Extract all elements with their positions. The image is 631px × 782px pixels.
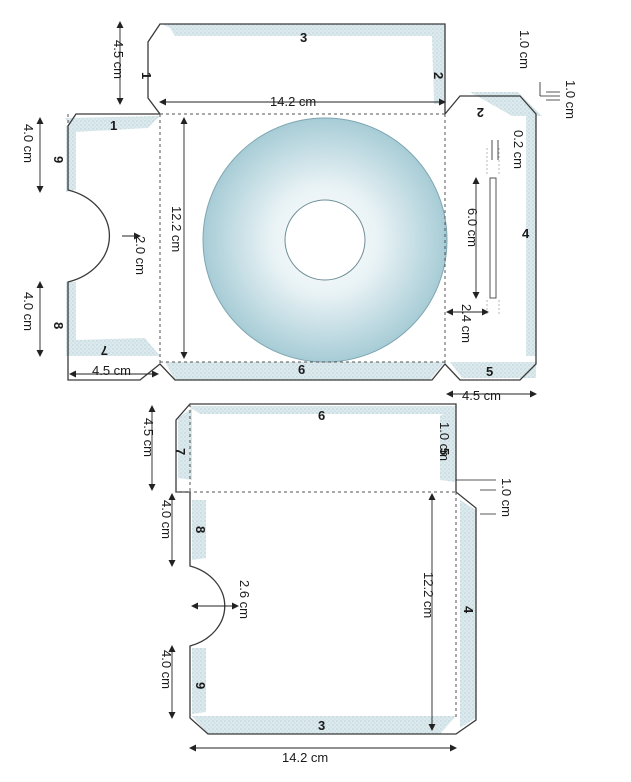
- dim-14-2-top: 14.2 cm: [270, 94, 316, 109]
- dim-1-0-a-line: [539, 82, 560, 97]
- flap-4-glue: [526, 116, 536, 356]
- b-dim-1-0-lines: [456, 479, 496, 515]
- dim-4-5-bottom-left: 4.5 cm: [92, 363, 131, 378]
- bottom-outline: [175, 403, 477, 735]
- b-label-9: 9: [193, 682, 208, 689]
- b-dim-1-0-b: 1.0 cm: [499, 478, 514, 517]
- b-flap-8-glue: [192, 500, 206, 560]
- b-flap-5-glue: [440, 406, 456, 482]
- flap-6-glue: [165, 362, 445, 380]
- b-flap-4-glue: [460, 500, 476, 728]
- flap-7-glue: [70, 338, 160, 356]
- b-dim-4-0-upper: 4.0 cm: [159, 500, 174, 539]
- dim-2-0: 2.0 cm: [133, 236, 148, 275]
- label-4: 4: [522, 226, 530, 241]
- dim-4-5-top: 4.5 cm: [111, 40, 126, 79]
- label-9: 9: [51, 156, 66, 163]
- label-3: 3: [300, 30, 307, 45]
- b-flap-6-glue: [188, 406, 456, 414]
- b-label-6: 6: [318, 408, 325, 423]
- dim-0-2-line: [491, 140, 499, 160]
- b-dim-2-6: 2.6 cm: [237, 580, 252, 619]
- b-flap-7-glue: [178, 408, 192, 480]
- dim-6-0: 6.0 cm: [465, 208, 480, 247]
- flap-3-glue: [162, 24, 445, 104]
- bottom-glue-areas: [178, 406, 476, 734]
- b-dim-4-0-lower: 4.0 cm: [159, 650, 174, 689]
- cd-hole: [284, 199, 366, 281]
- label-1-tab: 1: [110, 118, 117, 133]
- slot-cutout: [489, 177, 497, 299]
- b-flap-3-glue: [192, 716, 456, 734]
- b-dim-1-0-a: 1.0 cm: [437, 422, 452, 461]
- flap-5-glue: [450, 362, 536, 378]
- dim-4-0-lower: 4.0 cm: [21, 292, 36, 331]
- b-label-5: 5: [437, 448, 452, 455]
- b-dim-12-2: 12.2 cm: [421, 572, 436, 618]
- label-8: 8: [51, 322, 66, 329]
- dim-2-4: 2.4 cm: [459, 304, 474, 343]
- b-label-4: 4: [461, 606, 476, 614]
- top-template: 3 1 2 2 1 9 8 7 6 4 5 4.5 cm 14.2 cm 1.0…: [21, 21, 578, 403]
- flap-2-small-glue: [470, 92, 542, 116]
- label-5: 5: [486, 364, 493, 379]
- top-outline: [67, 23, 537, 381]
- dim-1-0-b-line: [546, 91, 560, 101]
- dim-1-0-b: 1.0 cm: [563, 80, 578, 119]
- label-2-small: 2: [477, 105, 484, 120]
- b-label-3: 3: [318, 718, 325, 733]
- dim-12-2: 12.2 cm: [169, 206, 184, 252]
- dim-0-2: 0.2 cm: [511, 130, 526, 169]
- b-flap-9-glue: [192, 648, 206, 714]
- b-dim-4-5: 4.5 cm: [141, 418, 156, 457]
- bottom-template: 6 7 5 8 4 9 3 4.5 cm 1.0 cm 1.0 cm 4.0 c…: [141, 403, 514, 765]
- label-7: 7: [101, 343, 108, 358]
- flap-1-tab-glue: [65, 116, 160, 132]
- slot-guides: [486, 148, 500, 316]
- b-label-8: 8: [193, 526, 208, 533]
- label-1: 1: [139, 72, 154, 79]
- b-label-7: 7: [173, 448, 188, 455]
- b-dim-14-2: 14.2 cm: [282, 750, 328, 765]
- dim-4-5-bottom-right: 4.5 cm: [462, 388, 501, 403]
- dim-4-0-upper: 4.0 cm: [21, 124, 36, 163]
- label-6: 6: [298, 362, 305, 377]
- dim-1-0-a: 1.0 cm: [517, 30, 532, 69]
- label-2: 2: [431, 72, 446, 79]
